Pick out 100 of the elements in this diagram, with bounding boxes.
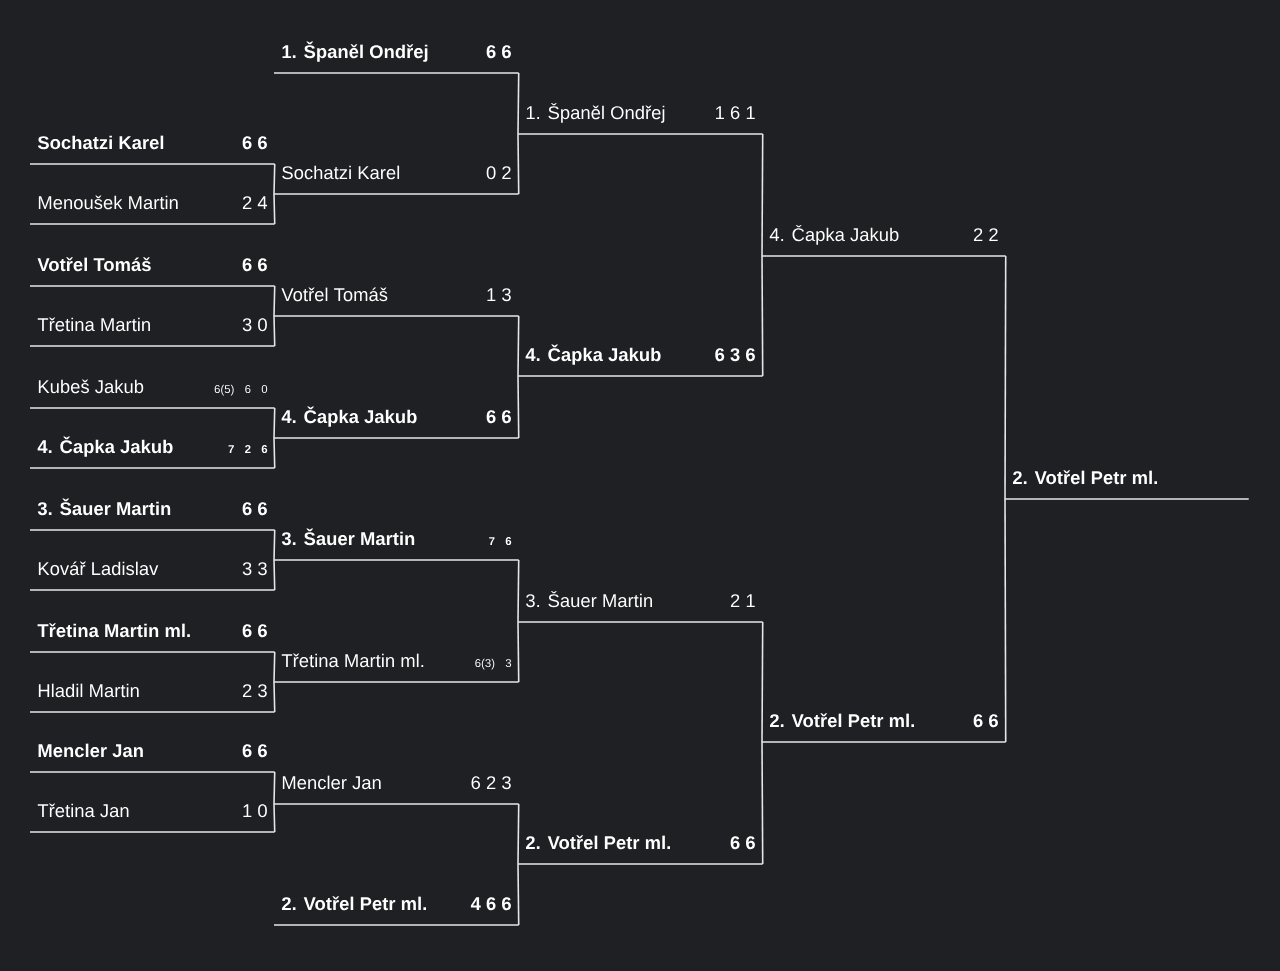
player-slot xyxy=(29,257,276,287)
player-name: Kovář Ladislav xyxy=(38,561,159,576)
bracket-line xyxy=(761,741,764,865)
bracket-line xyxy=(517,72,520,135)
player-name: Mencler Jan xyxy=(38,743,143,758)
set-score: 6 6 xyxy=(242,258,267,272)
player-name: 3. Šauer Martin xyxy=(281,528,415,546)
player-slot xyxy=(517,344,764,377)
bracket-line xyxy=(273,529,276,561)
player-slot xyxy=(1004,470,1250,500)
player-name: Hladil Martin xyxy=(38,683,139,698)
player-name: Třetina Martin ml. xyxy=(37,623,190,638)
player-slot xyxy=(273,528,520,561)
bracket-line xyxy=(761,255,764,377)
bracket-line xyxy=(517,133,520,195)
set-score: 6 6 xyxy=(486,410,511,424)
bracket-line xyxy=(273,407,276,439)
player-slot xyxy=(273,41,520,74)
set-score: 6 2 3 xyxy=(471,776,511,790)
bracket-line xyxy=(273,193,276,225)
player-name: 2. Votřel Petr ml. xyxy=(1013,470,1158,485)
player-slot xyxy=(273,165,520,195)
player-slot xyxy=(761,224,1007,257)
set-score: 6 6 xyxy=(242,136,267,150)
player-name: Třetina Martin ml. xyxy=(281,653,424,668)
player-name: Třetina Martin xyxy=(37,317,150,332)
player-slot xyxy=(273,653,520,683)
bracket-line xyxy=(517,315,520,377)
player-slot xyxy=(29,683,276,713)
bracket-line xyxy=(517,863,520,926)
player-name: 3. Šauer Martin xyxy=(526,590,652,608)
set-score: 6 6 xyxy=(973,714,998,728)
bracket-line xyxy=(273,285,276,317)
set-score: 7 6 xyxy=(489,537,512,546)
set-score: 7 2 6 xyxy=(228,445,268,454)
bracket-line xyxy=(517,803,520,865)
player-slot xyxy=(273,287,520,317)
player-name: 1. Španěl Ondřej xyxy=(526,102,665,123)
player-name: 4. Čapka Jakub xyxy=(769,224,899,245)
player-slot xyxy=(29,561,276,591)
bracket-line xyxy=(273,651,276,683)
set-score: 6 6 xyxy=(242,744,267,758)
player-slot xyxy=(29,135,276,165)
player-name: 2. Votřel Petr ml. xyxy=(526,835,670,850)
set-score: 2 4 xyxy=(242,196,268,209)
bracket-line xyxy=(273,163,276,195)
bracket-line xyxy=(1004,255,1007,500)
player-name: 4. Čapka Jakub xyxy=(525,344,661,365)
player-name: 2. Votřel Petr ml. xyxy=(770,713,914,728)
player-name: Votřel Tomáš xyxy=(37,257,151,272)
player-name: Třetina Jan xyxy=(37,803,129,818)
bracket-line xyxy=(273,559,276,591)
bracket-line xyxy=(273,771,276,805)
player-slot xyxy=(273,775,520,805)
set-score: 1 0 xyxy=(243,804,267,818)
set-score: 1 3 xyxy=(487,288,511,302)
player-name: Votřel Tomáš xyxy=(281,287,388,302)
set-score: 0 2 xyxy=(486,166,511,180)
player-name: 2. Votřel Petr ml. xyxy=(282,896,426,911)
set-score: 2 2 xyxy=(973,228,998,241)
set-score: 2 3 xyxy=(242,684,267,698)
player-slot xyxy=(517,102,764,135)
player-slot xyxy=(761,713,1007,743)
set-score: 4 6 6 xyxy=(470,897,511,911)
bracket-line xyxy=(517,375,520,439)
player-slot xyxy=(273,406,520,439)
player-slot xyxy=(29,803,276,833)
player-name: 1. Španěl Ondřej xyxy=(282,41,428,62)
set-score: 6 6 xyxy=(730,836,755,850)
player-slot xyxy=(517,835,764,865)
player-slot xyxy=(29,379,276,409)
player-name: 4. Čapka Jakub xyxy=(37,436,173,457)
player-name: Kubeš Jakub xyxy=(38,379,144,394)
player-name: Menoušek Martin xyxy=(38,195,178,210)
bracket-line xyxy=(761,621,764,743)
set-score: 6 3 6 xyxy=(715,348,755,362)
bracket-line xyxy=(761,133,764,257)
player-slot xyxy=(29,498,276,531)
set-score: 3 3 xyxy=(242,562,267,576)
set-score: 6 6 xyxy=(486,45,511,59)
player-name: Mencler Jan xyxy=(282,775,381,790)
set-score: 6 6 xyxy=(242,502,267,516)
set-score: 1 6 1 xyxy=(716,106,755,120)
bracket-line xyxy=(273,315,276,347)
set-score: 6(5) 6 0 xyxy=(214,384,268,396)
bracket-line xyxy=(517,621,520,683)
player-name: 3. Šauer Martin xyxy=(37,498,171,516)
player-name: 4. Čapka Jakub xyxy=(281,406,417,427)
set-score: 2 1 xyxy=(730,594,755,607)
player-slot xyxy=(29,743,276,773)
player-slot xyxy=(517,590,764,623)
bracket-line xyxy=(273,803,276,833)
bracket-line xyxy=(273,681,276,713)
player-slot xyxy=(273,896,520,926)
bracket-line xyxy=(273,437,276,469)
player-name: Sochatzi Karel xyxy=(37,135,164,150)
player-name: Sochatzi Karel xyxy=(282,165,400,180)
player-slot xyxy=(29,195,276,225)
bracket-line xyxy=(517,559,520,623)
set-score: 6(3) 3 xyxy=(475,658,512,670)
